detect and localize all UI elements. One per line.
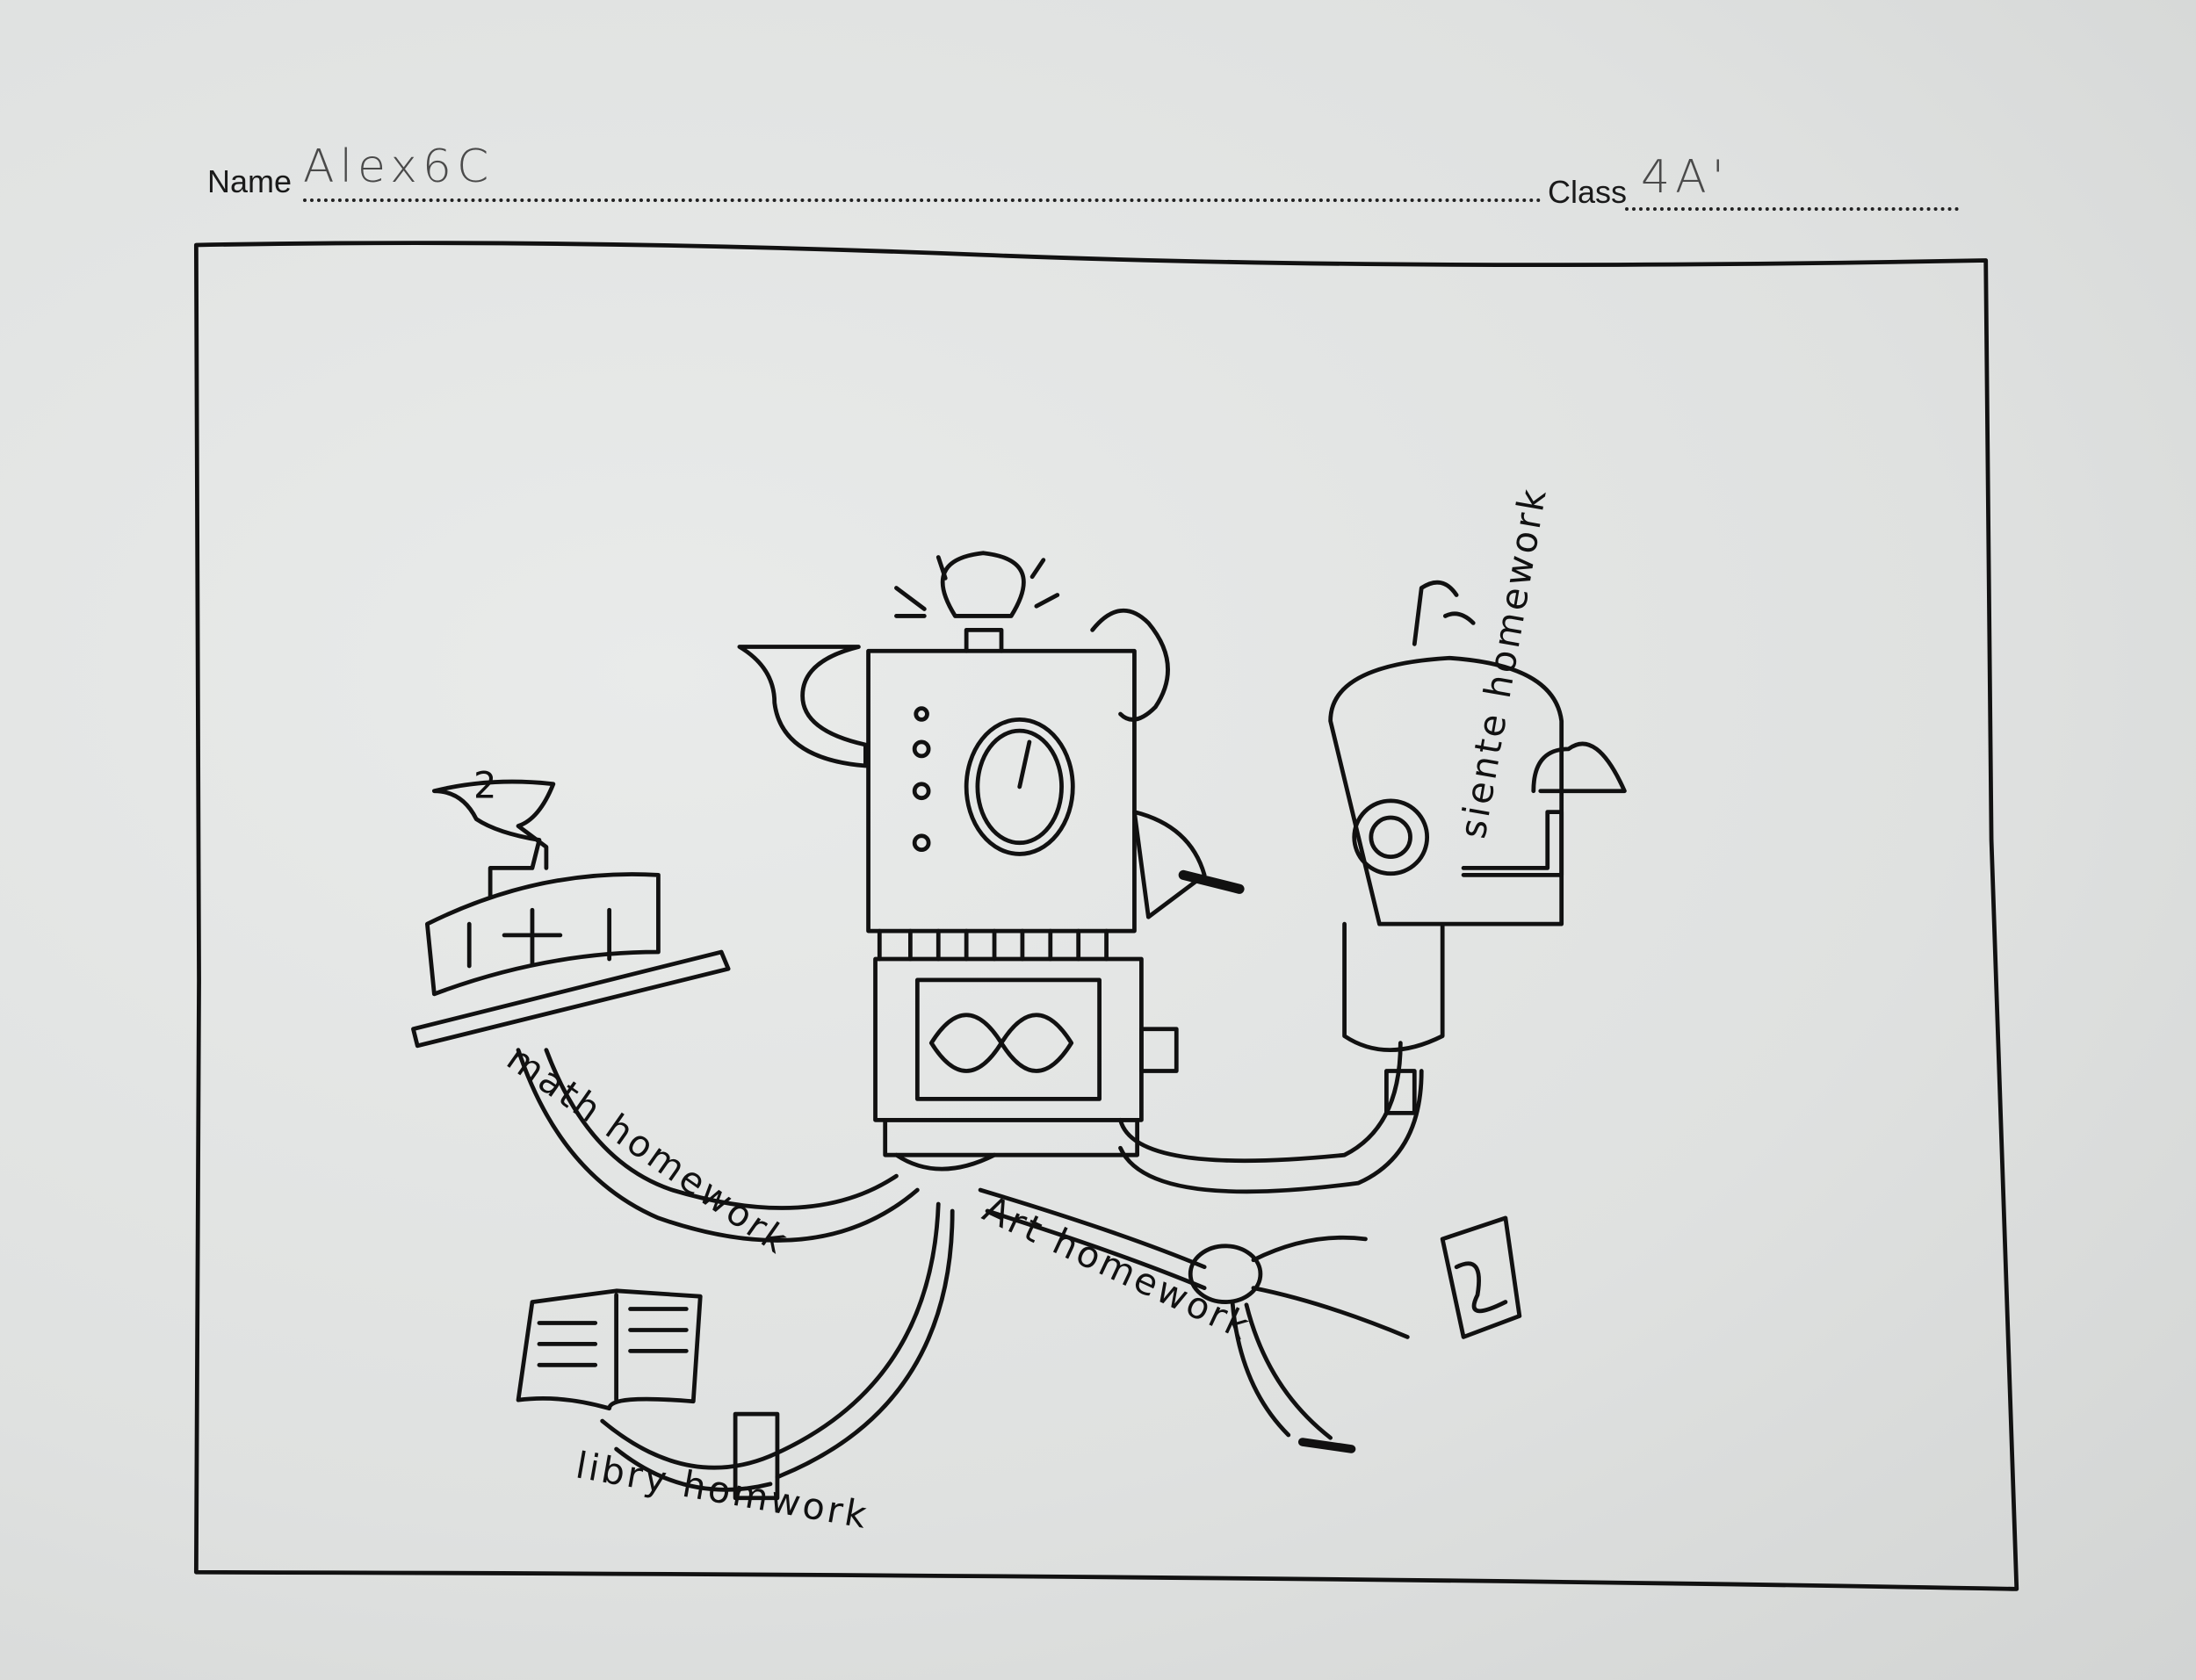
library-homework-label: libry homwork	[573, 1444, 872, 1537]
gauge-icon	[964, 717, 1075, 856]
name-line	[303, 198, 1542, 202]
math-platform	[411, 949, 731, 1049]
science-homework-label: siente homework	[1452, 484, 1556, 842]
math-homework-label: math homework	[499, 1036, 797, 1263]
wave-screen	[914, 977, 1102, 1101]
machine-head	[866, 648, 1137, 934]
name-label: Name	[207, 163, 293, 199]
class-value: 4A'	[1641, 151, 1730, 204]
bowl-number: 2	[473, 765, 500, 807]
drawing-frame	[193, 241, 2019, 1591]
art-picture	[1440, 1215, 1522, 1339]
art-hub	[1188, 1244, 1263, 1304]
lightbulb-icon	[940, 551, 1026, 653]
science-tank	[1328, 655, 1564, 1053]
class-label: Class	[1548, 174, 1628, 210]
cake-icon	[425, 872, 661, 997]
funnel-icon	[737, 645, 868, 768]
class-line	[1625, 207, 1959, 211]
book-icon	[516, 1288, 703, 1411]
gear-icon	[1090, 608, 1170, 722]
name-value: Alex6C	[303, 141, 495, 193]
art-homework-label: Art homework	[977, 1187, 1258, 1348]
